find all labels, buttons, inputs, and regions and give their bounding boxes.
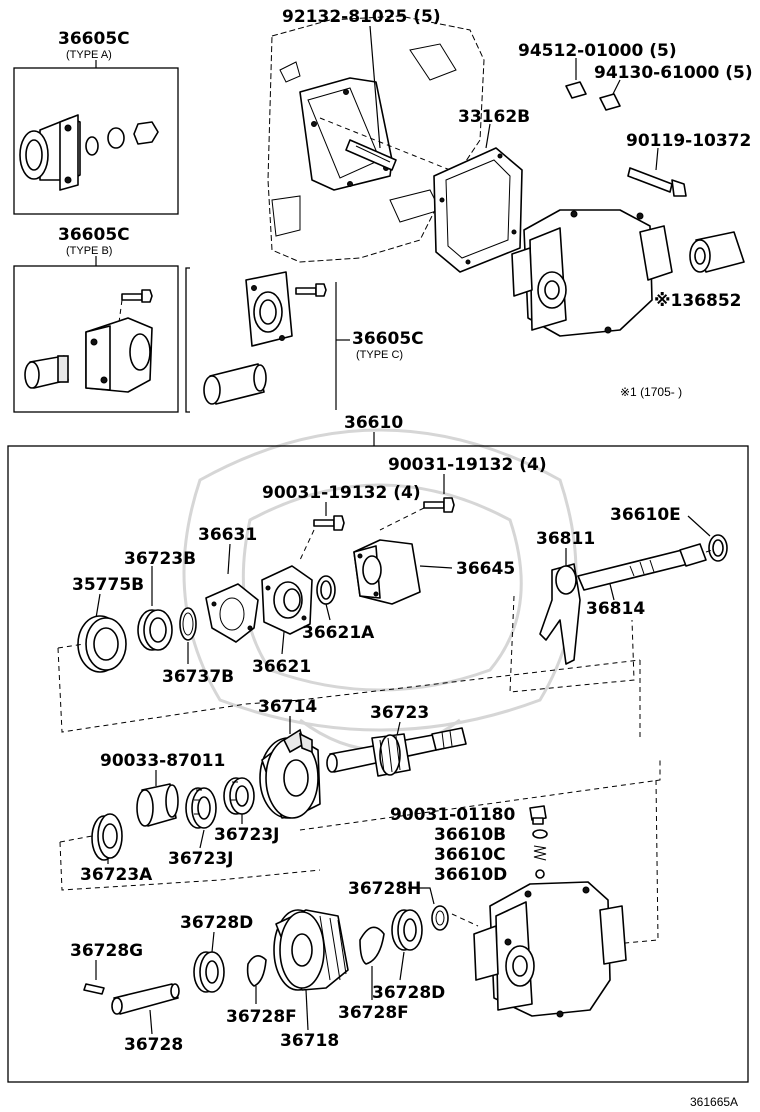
label-36728f-b: 36728F <box>338 1003 409 1023</box>
retainer-36621 <box>261 565 313 635</box>
label-36852: ※136852 <box>654 291 742 311</box>
label-36723b: 36723B <box>124 549 196 569</box>
label-36728g: 36728G <box>70 941 143 961</box>
label-94512: 94512-01000 (5) <box>518 41 677 61</box>
label-92132: 92132-81025 (5) <box>282 7 441 27</box>
label-36728d-b: 36728D <box>372 983 445 1003</box>
stud-bolt <box>345 139 397 171</box>
type-c-plate <box>245 271 293 347</box>
bearing-36728d-b <box>391 909 423 951</box>
assembly-box <box>7 445 749 1083</box>
label-90031-19132-a: 90031-19132 (4) <box>262 483 421 503</box>
gasket-33162b <box>433 147 523 273</box>
label-36645: 36645 <box>456 559 515 579</box>
bolt-90031-19132-b <box>423 497 455 513</box>
label-36605c-type-b: 36605C <box>58 225 130 245</box>
bearing-36723j-b <box>223 777 255 815</box>
label-36621: 36621 <box>252 657 311 677</box>
label-36728d-a: 36728D <box>180 913 253 933</box>
sleeve-36852 <box>689 231 745 273</box>
label-36610d: 36610D <box>434 865 507 885</box>
gear-36718 <box>273 909 349 991</box>
housing-36645 <box>353 539 421 605</box>
label-36723a: 36723A <box>80 865 153 885</box>
pto-housing-top <box>511 209 673 337</box>
pin-36728g <box>83 983 105 995</box>
label-90031-01180: 90031-01180 <box>390 805 516 825</box>
label-35775b: 35775B <box>72 575 144 595</box>
label-90033: 90033-87011 <box>100 751 225 771</box>
bearing-36723a <box>91 813 123 861</box>
label-94130: 94130-61000 (5) <box>594 63 753 83</box>
type-a-nut <box>133 121 159 145</box>
gasket-36610b <box>532 829 548 839</box>
type-c-group: 36605C (TYPE C) <box>185 267 424 413</box>
label-36737b: 36737B <box>162 667 234 687</box>
shift-fork-36811 <box>539 563 581 665</box>
type-b-group: 36605C (TYPE B) <box>13 225 179 413</box>
label-36714: 36714 <box>258 697 317 717</box>
type-b-housing <box>85 317 153 393</box>
label-36728: 36728 <box>124 1035 183 1055</box>
label-36728f-a: 36728F <box>226 1007 297 1027</box>
bearing-36723j-a <box>185 787 217 829</box>
shaft-36723 <box>326 727 467 777</box>
label-36610e: 36610E <box>610 505 681 525</box>
label-36621a: 36621A <box>302 623 375 643</box>
seal-36621a <box>316 575 336 605</box>
type-a-housing <box>19 114 81 191</box>
label-90031-19132-b: 90031-19132 (4) <box>388 455 547 475</box>
drawing-id: 361665A <box>690 1095 738 1109</box>
type-c-sleeve <box>203 363 267 405</box>
bolt-90119 <box>627 167 687 197</box>
label-type-a: (TYPE A) <box>66 49 112 61</box>
seal-35775b <box>77 615 127 673</box>
lock-washer-94512 <box>565 81 587 99</box>
shaft-36728 <box>111 983 180 1015</box>
gear-36714 <box>259 728 321 819</box>
label-36814: 36814 <box>586 599 645 619</box>
oring-36728h <box>431 905 449 931</box>
label-36723: 36723 <box>370 703 429 723</box>
label-36605c-type-a: 36605C <box>58 29 130 49</box>
label-36728h: 36728H <box>348 879 421 899</box>
type-b-bolt <box>121 289 153 303</box>
note-1705: ※1 (1705- ) <box>620 385 682 399</box>
label-36723j-a: 36723J <box>214 825 279 845</box>
snap-ring-36728f-a <box>246 955 267 987</box>
seal-36610e <box>708 534 728 562</box>
type-b-sleeve <box>24 355 69 389</box>
label-36610c: 36610C <box>434 845 506 865</box>
snap-ring-36728f-b <box>359 926 385 965</box>
bearing-36728d-a <box>193 951 225 993</box>
type-c-bolt <box>295 283 327 297</box>
label-90119: 90119-10372 <box>626 131 751 151</box>
type-a-group: 36605C (TYPE A) <box>13 29 179 215</box>
type-a-washer <box>85 136 99 156</box>
bolt-90031-19132-a <box>313 515 345 531</box>
label-36811: 36811 <box>536 529 595 549</box>
label-type-c: (TYPE C) <box>356 349 403 361</box>
shift-shaft-36814 <box>577 543 707 591</box>
label-33162b: 33162B <box>458 107 530 127</box>
label-36610b: 36610B <box>434 825 506 845</box>
label-36718: 36718 <box>280 1031 339 1051</box>
label-36631: 36631 <box>198 525 257 545</box>
type-a-lockwasher <box>107 127 125 149</box>
bearing-36723b <box>137 609 173 651</box>
ball-36610d <box>535 869 545 879</box>
pto-housing-bottom <box>473 881 627 1018</box>
label-36605c-type-c: 36605C <box>352 329 424 349</box>
collar-90033 <box>136 783 179 827</box>
label-36723j-b: 36723J <box>168 849 233 869</box>
shim-36737b <box>179 607 197 641</box>
spring-36610c <box>533 845 547 861</box>
plug-90031-01180 <box>529 805 547 825</box>
nut-94130 <box>599 93 621 111</box>
label-type-b: (TYPE B) <box>66 245 112 257</box>
label-36610: 36610 <box>344 413 403 433</box>
gasket-36631 <box>205 583 259 643</box>
